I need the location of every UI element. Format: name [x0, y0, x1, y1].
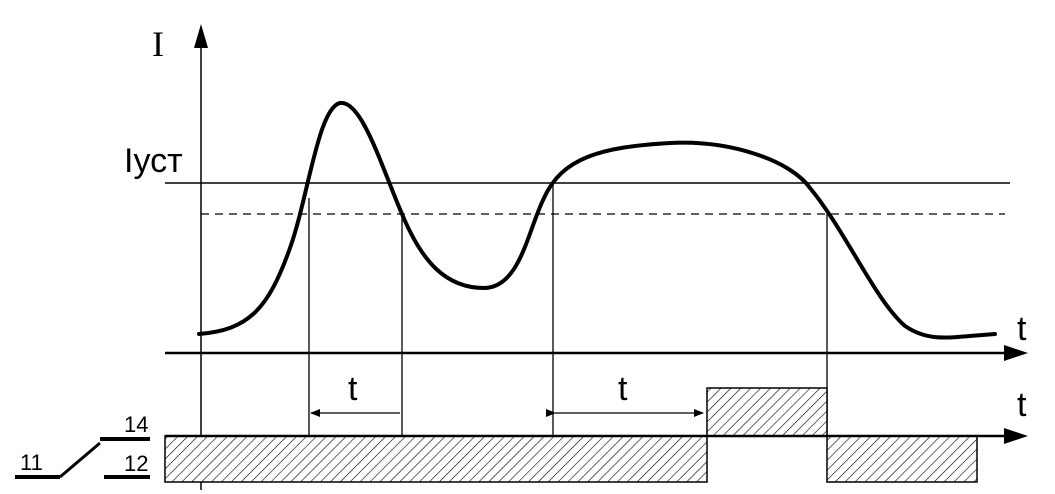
x-axis-bottom-arrowhead	[1004, 428, 1028, 444]
contact-common-label: 11	[20, 450, 43, 475]
current-curve	[197, 101, 997, 340]
x-axis-top-label: t	[1017, 310, 1027, 348]
contact-no-label: 14	[124, 412, 148, 437]
y-axis-arrowhead	[194, 24, 208, 48]
x-axis-bottom-label: t	[1017, 386, 1027, 424]
delay-label-right: t	[618, 370, 628, 408]
threshold-label: Iуст	[124, 142, 183, 180]
y-axis-label: I	[152, 24, 164, 64]
x-axis-top-arrowhead	[1004, 345, 1028, 361]
contact-nc-block-1	[164, 435, 708, 483]
contact-no-block	[706, 387, 828, 437]
contact-nc-label: 12	[124, 451, 148, 476]
contact-nc-block-2	[826, 435, 978, 483]
delay-label-left: t	[348, 370, 358, 408]
contact-switch-blade	[59, 441, 101, 479]
